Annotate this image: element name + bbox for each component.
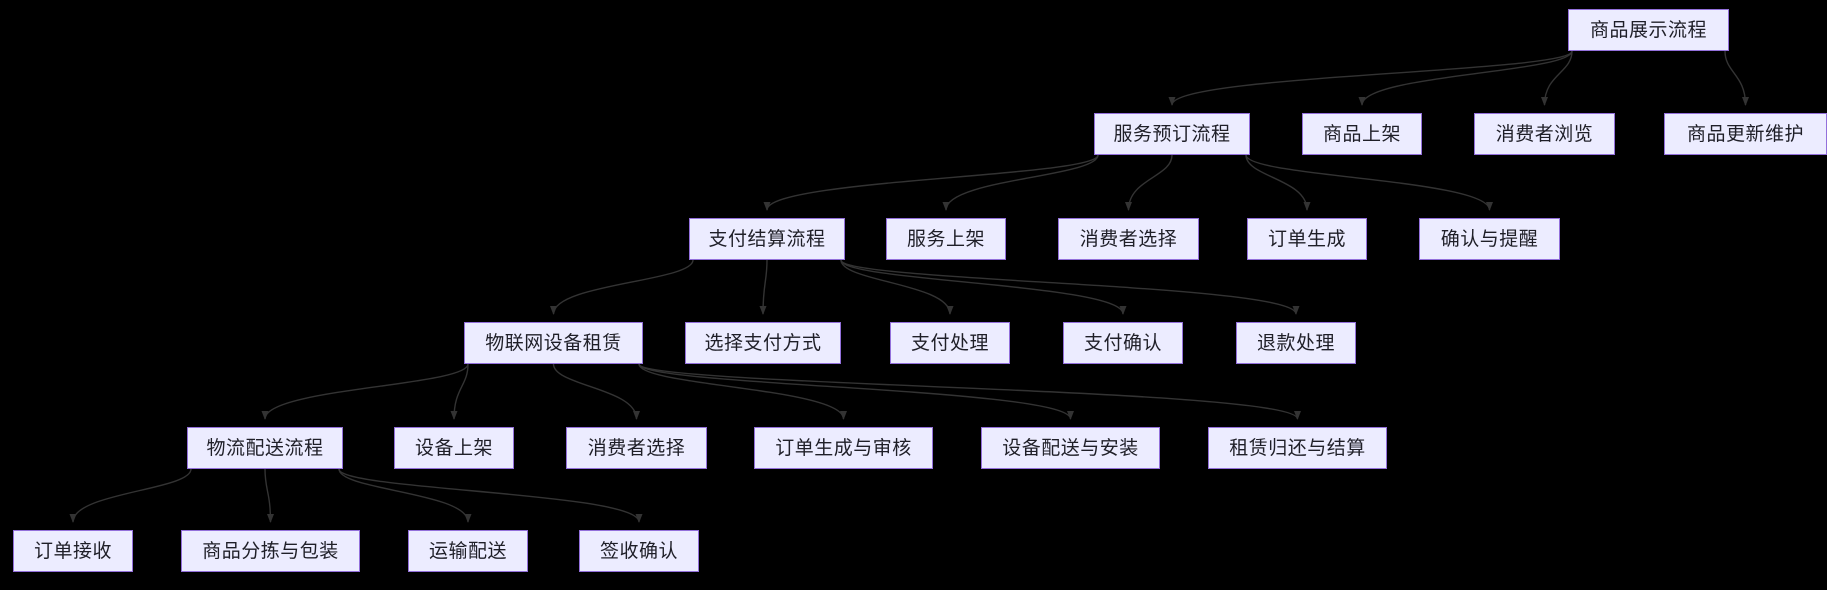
flow-node-label: 设备配送与安装 xyxy=(1002,437,1139,459)
flow-node-label: 退款处理 xyxy=(1256,332,1335,354)
flow-node[interactable]: 消费者选择 xyxy=(566,427,707,469)
flow-node[interactable]: 商品展示流程 xyxy=(1568,9,1729,51)
flow-node[interactable]: 设备上架 xyxy=(394,427,514,469)
flow-node[interactable]: 运输配送 xyxy=(408,530,528,572)
flow-node[interactable]: 商品上架 xyxy=(1302,113,1422,155)
flow-edge xyxy=(638,363,1301,420)
flow-node-label: 服务上架 xyxy=(906,228,985,250)
flow-node-label: 选择支付方式 xyxy=(704,332,822,354)
flow-node-label: 物联网设备租赁 xyxy=(485,332,622,354)
flow-node[interactable]: 商品更新维护 xyxy=(1664,113,1827,155)
flow-node-label: 服务预订流程 xyxy=(1113,123,1231,145)
flow-node-label: 支付结算流程 xyxy=(708,228,826,250)
flow-node[interactable]: 服务预订流程 xyxy=(1094,113,1250,155)
flow-edge xyxy=(840,259,954,315)
flow-node-label: 商品分拣与包装 xyxy=(202,540,339,562)
flow-edge xyxy=(1125,154,1173,211)
flow-edge xyxy=(1724,50,1749,106)
flow-node[interactable]: 商品分拣与包装 xyxy=(181,530,360,572)
flow-edge xyxy=(763,154,1099,211)
flow-node[interactable]: 消费者选择 xyxy=(1058,218,1199,260)
flow-edge xyxy=(1245,154,1493,211)
flow-node-label: 商品更新维护 xyxy=(1686,123,1804,145)
flow-node[interactable]: 消费者浏览 xyxy=(1474,113,1615,155)
flow-node[interactable]: 租赁归还与结算 xyxy=(1208,427,1387,469)
flow-edge xyxy=(338,468,472,523)
flow-node[interactable]: 退款处理 xyxy=(1236,322,1356,364)
flow-edge xyxy=(840,259,1300,315)
flow-node[interactable]: 支付处理 xyxy=(890,322,1010,364)
flow-edge xyxy=(840,259,1127,315)
flow-node[interactable]: 订单接收 xyxy=(13,530,133,572)
flow-node-label: 确认与提醒 xyxy=(1440,228,1539,250)
flow-node-label: 租赁归还与结算 xyxy=(1229,437,1366,459)
flow-edge xyxy=(1541,50,1573,106)
flow-edge xyxy=(69,468,192,523)
flow-node[interactable]: 订单生成 xyxy=(1247,218,1367,260)
flow-node[interactable]: 支付结算流程 xyxy=(689,218,845,260)
flow-node[interactable]: 物流配送流程 xyxy=(187,427,343,469)
flow-node-label: 消费者浏览 xyxy=(1495,123,1594,145)
flow-node[interactable]: 选择支付方式 xyxy=(685,322,841,364)
flow-edge xyxy=(1358,50,1573,106)
flow-edge xyxy=(550,259,694,315)
flow-node-label: 运输配送 xyxy=(428,540,507,562)
flow-edge xyxy=(1168,50,1573,106)
flow-edge xyxy=(638,363,847,420)
flow-edge xyxy=(338,468,643,523)
flow-node-label: 商品上架 xyxy=(1322,123,1401,145)
flow-node[interactable]: 确认与提醒 xyxy=(1419,218,1560,260)
flow-edge xyxy=(759,259,768,315)
flow-node-label: 消费者选择 xyxy=(1079,228,1178,250)
flow-edge xyxy=(261,363,469,420)
flow-node-label: 支付确认 xyxy=(1083,332,1162,354)
flow-node-label: 支付处理 xyxy=(910,332,989,354)
flow-edge xyxy=(638,363,1074,420)
flow-node-label: 设备上架 xyxy=(414,437,493,459)
flow-node[interactable]: 订单生成与审核 xyxy=(754,427,933,469)
flow-node[interactable]: 支付确认 xyxy=(1063,322,1183,364)
flow-node-label: 商品展示流程 xyxy=(1589,19,1707,41)
flow-node-label: 订单生成与审核 xyxy=(775,437,912,459)
flow-node-label: 签收确认 xyxy=(599,540,678,562)
flow-edge xyxy=(552,363,640,420)
flow-node[interactable]: 设备配送与安装 xyxy=(981,427,1160,469)
flow-node-label: 消费者选择 xyxy=(587,437,686,459)
flow-node-label: 订单生成 xyxy=(1267,228,1346,250)
flow-node-label: 订单接收 xyxy=(33,540,112,562)
flow-edge xyxy=(450,363,469,420)
flow-node-label: 物流配送流程 xyxy=(206,437,324,459)
flow-edge xyxy=(264,468,274,523)
flow-edge xyxy=(1245,154,1311,211)
flow-node[interactable]: 签收确认 xyxy=(579,530,699,572)
flow-node[interactable]: 服务上架 xyxy=(886,218,1006,260)
flow-edge xyxy=(942,154,1099,211)
flow-node[interactable]: 物联网设备租赁 xyxy=(464,322,643,364)
